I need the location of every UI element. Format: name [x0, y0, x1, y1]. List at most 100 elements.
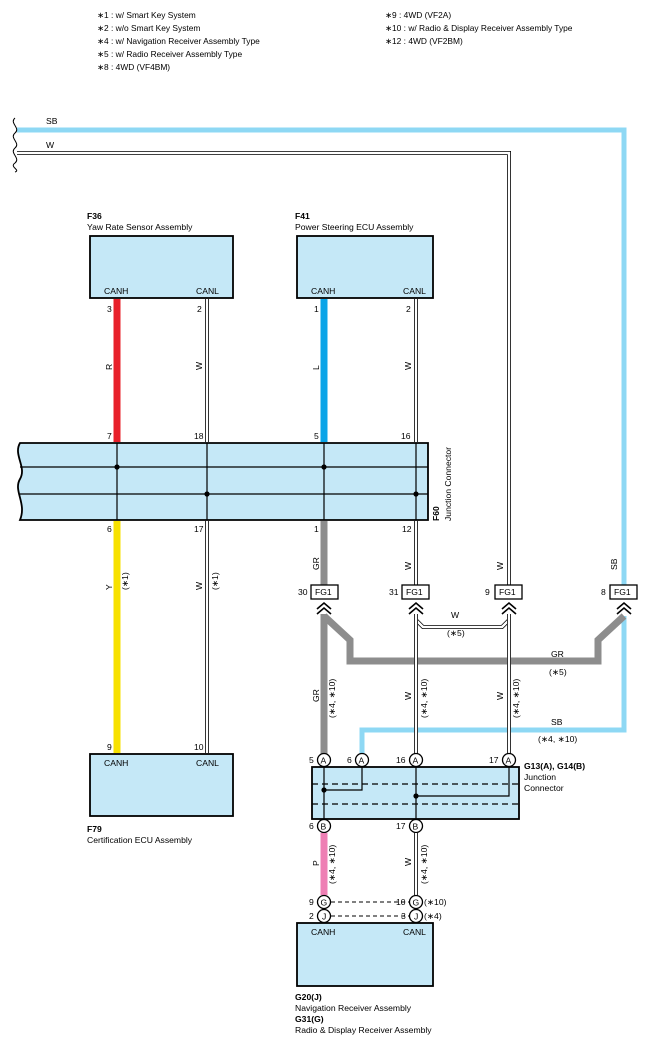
condition-label: (∗5) [447, 628, 465, 638]
component-name: Radio & Display Receiver Assembly [295, 1025, 432, 1035]
component-code: G20(J) [295, 992, 322, 1002]
f36-yaw-rate-sensor: F36 Yaw Rate Sensor Assembly CANH CANL [87, 211, 234, 299]
wire-color-label: GR [311, 689, 321, 702]
g13-to-g20-wires: P (∗4, ∗10) W (∗4, ∗10) G 9 G 10 (∗10) J… [309, 833, 447, 924]
g13-g14-junction-connector: A 5 A 6 A 16 A 17 B 6 B 17 G13(A), G14(B… [309, 752, 585, 834]
wire-color-label: SB [551, 717, 563, 727]
f60-junction-connector: F60 Junction Connector [17, 442, 453, 521]
splice-dot [321, 787, 327, 793]
connector-label: FG1 [315, 587, 332, 597]
component-name: Yaw Rate Sensor Assembly [87, 222, 193, 232]
pin-number: 3 [107, 304, 112, 314]
connector-label: FG1 [406, 587, 423, 597]
wire-color-label: W [403, 857, 413, 866]
pin-number: 9 [485, 587, 490, 597]
canh-terminal-label: CANH [311, 286, 335, 296]
fg1-connector-30 [310, 584, 339, 600]
legend-item: ∗10 : w/ Radio & Display Receiver Assemb… [385, 23, 573, 33]
internal-link [324, 767, 363, 791]
splice-dot [114, 464, 120, 470]
component-code: F41 [295, 211, 310, 221]
w-bus-wire [17, 151, 511, 585]
pin-number: 7 [107, 431, 112, 441]
canh-terminal-label: CANH [104, 758, 128, 768]
connector-pin-circle [408, 818, 424, 834]
legend-item: ∗2 : w/o Smart Key System [97, 23, 200, 33]
connector-label: FG1 [614, 587, 631, 597]
connector-letter: B [413, 822, 419, 832]
w-cross-wire [415, 619, 510, 629]
pin-number: 18 [194, 431, 204, 441]
component-name: Junction [524, 772, 556, 782]
legend-item: ∗12 : 4WD (VF2BM) [385, 36, 463, 46]
legend-item: ∗9 : 4WD (VF2A) [385, 10, 451, 20]
pin-number: 3 [401, 911, 406, 921]
connector-pin-circle [354, 752, 370, 768]
connector-letter: A [506, 756, 512, 766]
condition-label: (∗10) [424, 897, 447, 907]
component-box [296, 235, 434, 299]
wire-color-label: W [403, 561, 413, 570]
canl-terminal-label: CANL [196, 758, 219, 768]
condition-label: (∗4, ∗10) [511, 679, 521, 718]
connector-letter: A [359, 756, 365, 766]
component-code: F60 [431, 506, 441, 521]
component-name: Power Steering ECU Assembly [295, 222, 414, 232]
pin-number: 17 [396, 821, 406, 831]
component-code: F79 [87, 824, 102, 834]
pin-number: 9 [309, 897, 314, 907]
pin-number: 2 [197, 304, 202, 314]
legend-item: ∗8 : 4WD (VF4BM) [97, 62, 170, 72]
wire-color-label: SB [609, 558, 619, 570]
splice-dot [413, 793, 419, 799]
pin-number: 17 [194, 524, 204, 534]
component-name: Connector [524, 783, 564, 793]
connector-label: FG1 [499, 587, 516, 597]
connector-letter: A [413, 756, 419, 766]
connector-chevron-icon [501, 601, 517, 615]
wire-break-gap [4, 126, 12, 157]
condition-label: (∗4, ∗10) [419, 845, 429, 884]
legend: ∗1 : w/ Smart Key System ∗2 : w/o Smart … [97, 10, 573, 72]
connector-pin-circle [316, 818, 332, 834]
connector-pin-circle [501, 752, 517, 768]
pin-number: 6 [107, 524, 112, 534]
pin-number: 2 [309, 911, 314, 921]
connector-letter: J [414, 912, 418, 922]
connector-letter: A [321, 756, 327, 766]
wire-color-label: W [403, 361, 413, 370]
wire-color-label: W [495, 691, 505, 700]
legend-item: ∗5 : w/ Radio Receiver Assembly Type [97, 49, 242, 59]
condition-label: (∗1) [210, 572, 220, 590]
pin-number: 6 [309, 821, 314, 831]
splice-dot [204, 491, 210, 497]
connector-letter: B [321, 822, 327, 832]
connector-chevron-icon [616, 601, 632, 615]
connector-pin-circle [316, 752, 332, 768]
upper-wires: 3 2 1 2 R W L W 7 18 5 16 [104, 299, 418, 442]
connector-pin-circle [408, 894, 424, 910]
fg1-connectors: FG1 30 FG1 31 FG1 9 FG1 8 [298, 584, 638, 615]
component-code: F36 [87, 211, 102, 221]
w-bus-label: W [46, 140, 55, 150]
connector-letter: J [322, 912, 326, 922]
condition-label: (∗4) [424, 911, 442, 921]
component-box [296, 922, 434, 987]
condition-label: (∗4, ∗10) [327, 845, 337, 884]
f41-power-steering-ecu: F41 Power Steering ECU Assembly CANH CAN… [295, 211, 434, 299]
fg1-connector-31 [401, 584, 430, 600]
canh-terminal-label: CANH [104, 286, 128, 296]
pin-number: 1 [314, 524, 319, 534]
condition-label: (∗1) [120, 572, 130, 590]
canl-terminal-label: CANL [196, 286, 219, 296]
condition-label: (∗4, ∗10) [327, 679, 337, 718]
pin-number: 30 [298, 587, 308, 597]
canl-terminal-label: CANL [403, 286, 426, 296]
wire-color-label: GR [551, 649, 564, 659]
condition-label: (∗5) [549, 667, 567, 677]
pin-number: 5 [314, 431, 319, 441]
pin-number: 16 [396, 755, 406, 765]
pin-number: 1 [314, 304, 319, 314]
connector-chevron-icon [408, 601, 424, 615]
